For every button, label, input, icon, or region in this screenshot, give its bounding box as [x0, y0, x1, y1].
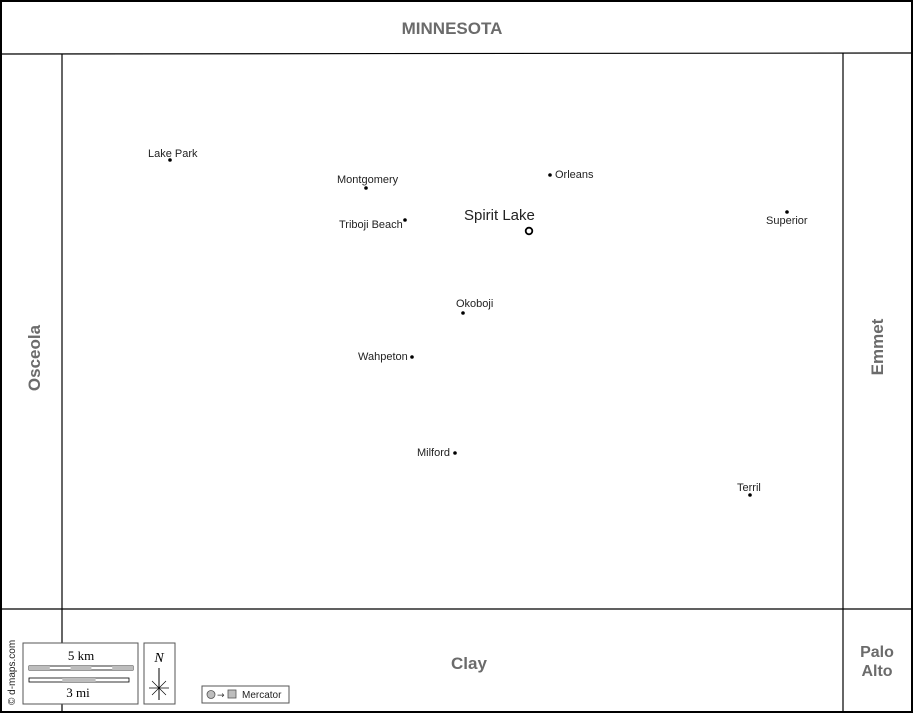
- town-dot-lake-park: [168, 158, 172, 162]
- town-label-lake-park: Lake Park: [148, 148, 198, 160]
- town-dot-okoboji: [461, 311, 465, 315]
- globe-icon: [206, 690, 216, 699]
- neighbor-osceola: Osceola: [25, 324, 44, 391]
- town-label-wahpeton: Wahpeton: [358, 351, 408, 363]
- projection-box: → Mercator: [201, 685, 290, 704]
- flat-map-icon: [227, 689, 237, 699]
- town-dot-superior: [785, 210, 789, 214]
- town-dot-wahpeton: [410, 355, 414, 359]
- north-border: [0, 52, 913, 55]
- scale-bar: 5 km 3 mi: [22, 642, 139, 705]
- town-label-montgomery: Montgomery: [337, 174, 399, 186]
- neighbor-clay: Clay: [451, 654, 487, 673]
- scale-km-label: 5 km: [68, 648, 94, 663]
- neighbor-emmet: Emmet: [868, 318, 887, 375]
- town-label-terril: Terril: [737, 482, 761, 494]
- projection-frame: [201, 685, 290, 704]
- county-seat-marker-spirit-lake: [524, 226, 534, 236]
- scale-km-seg-5: [112, 666, 133, 670]
- scale-km-seg-1: [29, 666, 50, 670]
- neighbor-palo-alto-line1: Palo: [860, 644, 894, 661]
- town-dot-montgomery: [364, 186, 368, 190]
- scale-mi-seg-2: [62, 678, 96, 682]
- scale-mi-label: 3 mi: [66, 685, 90, 700]
- arrow-right-icon: →: [217, 691, 225, 701]
- neighbor-minnesota: MINNESOTA: [402, 19, 503, 38]
- town-label-orleans: Orleans: [555, 169, 594, 181]
- town-label-superior: Superior: [766, 215, 808, 227]
- town-label-milford: Milford: [417, 447, 450, 459]
- credit-text: © d-maps.com: [7, 640, 18, 705]
- town-dot-terril: [748, 493, 752, 497]
- scale-bar-box: [22, 642, 139, 705]
- town-dot-orleans: [548, 173, 552, 177]
- north-arrow-letter: N: [153, 651, 164, 666]
- town-label-spirit-lake: Spirit Lake: [464, 207, 535, 224]
- north-arrow-diagonal-2: [151, 680, 167, 696]
- neighbor-palo-alto-line2: Alto: [861, 663, 892, 680]
- town-label-triboji-beach: Triboji Beach: [339, 219, 403, 231]
- projection-label: Mercator: [242, 690, 282, 701]
- town-label-okoboji: Okoboji: [456, 298, 493, 310]
- town-dot-triboji-beach: [403, 218, 407, 222]
- town-dot-milford: [453, 451, 457, 455]
- scale-km-seg-3: [70, 666, 92, 670]
- north-arrow: N: [143, 642, 176, 705]
